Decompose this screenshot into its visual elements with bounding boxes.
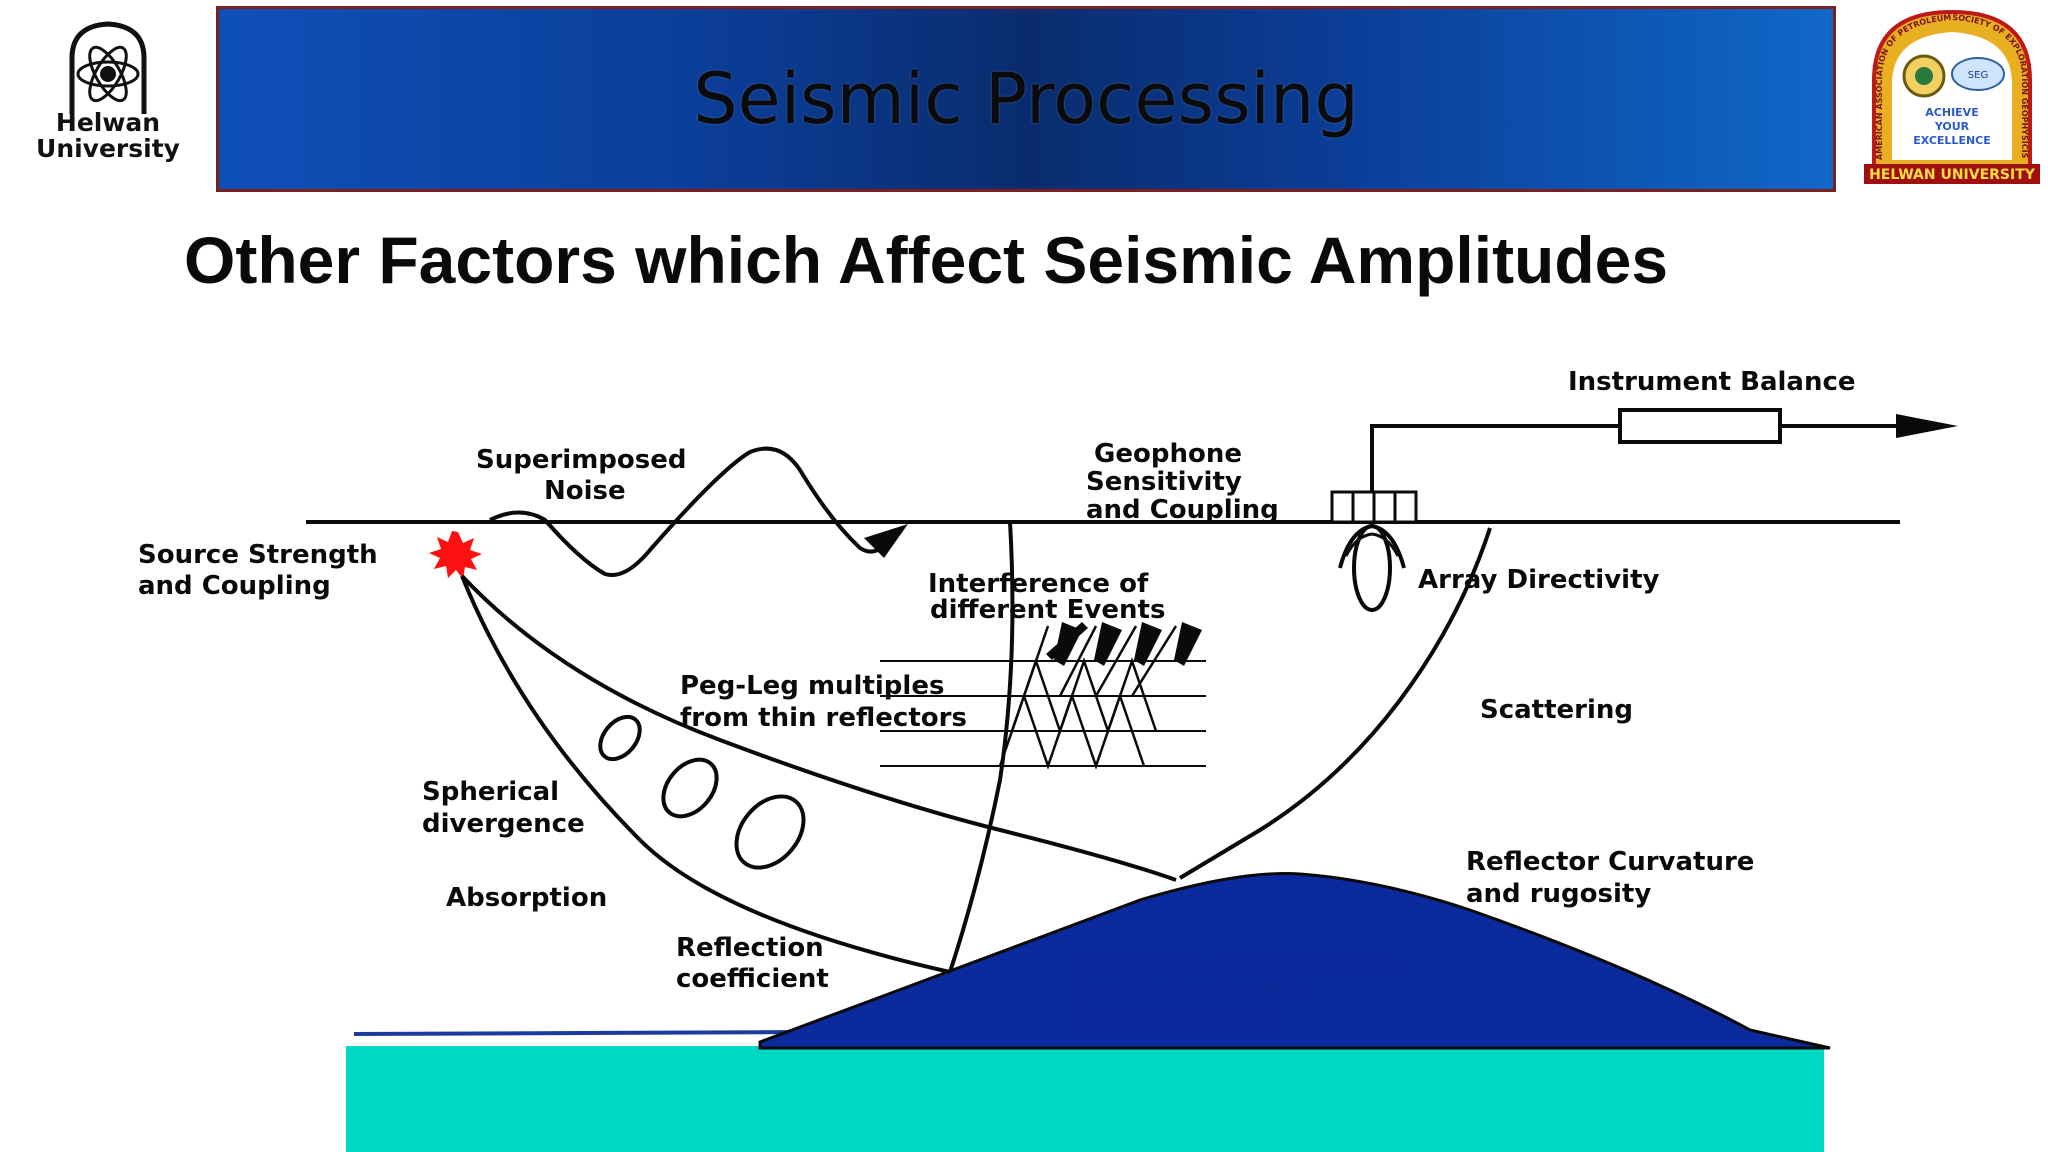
label-interference-2: different Events <box>930 595 1165 625</box>
label-scattering: Scattering <box>1480 695 1633 725</box>
slide-heading: Other Factors which Affect Seismic Ampli… <box>184 223 1669 297</box>
event-line-vertical <box>948 521 1015 973</box>
label-absorption: Absorption <box>446 883 607 913</box>
wavefront-ellipse-medium <box>661 757 719 819</box>
instrument-box <box>1618 408 1782 444</box>
banner-title: Seismic Processing <box>693 58 1359 140</box>
label-geophone-3: and Coupling <box>1086 495 1279 525</box>
logo-motto-3: EXCELLENCE <box>1913 134 1991 147</box>
label-peg-leg-1: Peg-Leg multiples <box>680 671 944 701</box>
peg-leg-zigzag <box>998 625 1178 770</box>
label-interference-1: Interference of <box>928 569 1149 599</box>
label-spherical-divergence-2: divergence <box>422 809 585 839</box>
logo-word-university: University <box>36 134 180 163</box>
label-reflection-coefficient-1: Reflection <box>676 933 824 963</box>
seg-seal-text: SEG <box>1968 70 1988 81</box>
source-burst-icon <box>429 531 482 579</box>
label-geophone-2: Sensitivity <box>1086 467 1242 497</box>
instrument-output-arrow-icon <box>1896 414 1958 438</box>
label-superimposed-noise-2: Noise <box>544 476 626 506</box>
title-banner: Seismic Processing <box>216 6 1836 192</box>
noise-wave <box>489 446 892 577</box>
label-variation-reflection-3: incident angle <box>1072 1003 1281 1033</box>
seg-seal-icon <box>1951 57 2005 91</box>
wavefront-ellipse-large <box>734 794 806 870</box>
label-source-strength-2: and Coupling <box>138 571 331 601</box>
label-peg-leg-2: from thin reflectors <box>680 703 967 733</box>
ray-path-upper <box>460 574 1177 882</box>
atom-emblem-icon <box>69 21 147 114</box>
flat-reflector-line <box>353 1030 807 1036</box>
label-variation-reflection-1: Variation of Reflection <box>1072 949 1400 979</box>
label-instrument-balance: Instrument Balance <box>1568 367 1856 397</box>
ray-path-lower <box>460 575 951 974</box>
helwan-university-logo: Helwan University <box>28 18 188 178</box>
label-source-strength-1: Source Strength <box>138 540 378 570</box>
interference-arrows <box>1046 622 1202 666</box>
label-reflector-curvature-2: and rugosity <box>1466 879 1651 909</box>
logo-word-helwan: Helwan <box>55 108 161 137</box>
reflector-dome <box>758 872 1831 1050</box>
label-geophone-1: Geophone <box>1094 439 1242 469</box>
helwan-aapg-seg-logo: AMERICAN ASSOCIATION OF PETROLEUM GEOLOG… <box>1857 3 2044 186</box>
basement-layer <box>346 1046 1824 1152</box>
logo-footer-text: HELWAN UNIVERSITY <box>1869 167 2036 183</box>
thin-reflectors <box>880 660 1206 767</box>
logo-motto-2: YOUR <box>1934 120 1970 133</box>
noise-arrowhead-icon <box>864 524 908 558</box>
scattering-curve <box>1178 527 1492 880</box>
wavefront-ellipse-small <box>598 714 642 762</box>
label-superimposed-noise-1: Superimposed <box>476 445 687 475</box>
geophone-icon <box>1330 490 1418 612</box>
label-variation-reflection-2: Coefficient with <box>1072 976 1301 1006</box>
label-spherical-divergence-1: Spherical <box>422 777 559 807</box>
instrument-cable <box>1370 424 1620 492</box>
logo-motto-1: ACHIEVE <box>1925 106 1978 119</box>
label-reflection-coefficient-2: coefficient <box>676 964 829 994</box>
label-array-directivity: Array Directivity <box>1418 565 1660 595</box>
label-reflector-curvature-1: Reflector Curvature <box>1466 847 1754 877</box>
